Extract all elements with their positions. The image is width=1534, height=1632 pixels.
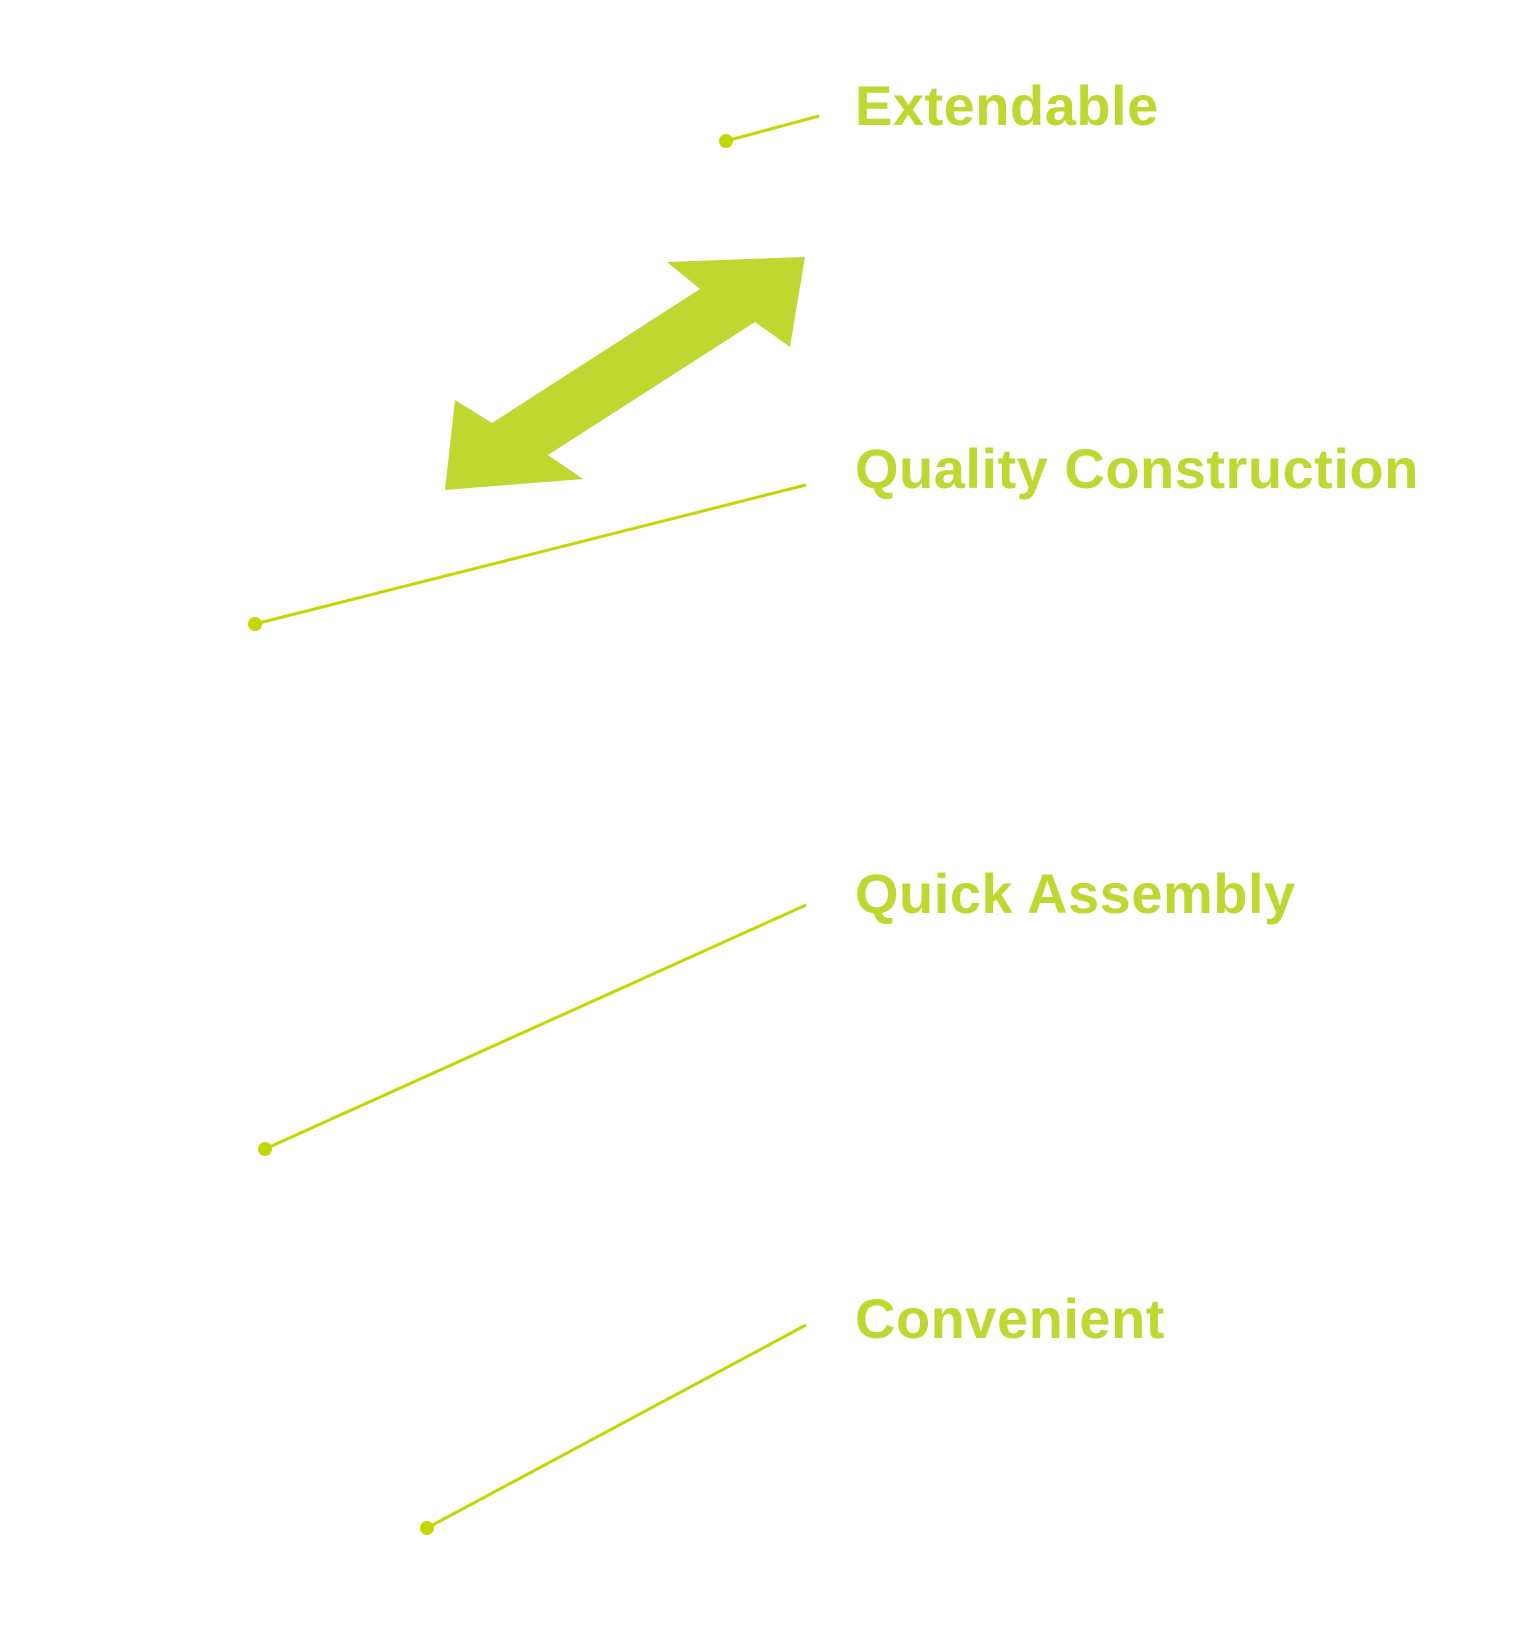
callout-quick-assembly <box>258 903 807 1156</box>
callout-extendable <box>719 114 820 148</box>
feature-label-extendable: Extendable <box>855 74 1159 137</box>
leader-dot <box>420 1521 434 1535</box>
callout-quality-construction <box>248 483 807 631</box>
leader-dot <box>719 134 733 148</box>
leader-dot <box>258 1142 272 1156</box>
leader-line <box>426 1323 807 1530</box>
leader-line <box>725 114 820 143</box>
feature-label-quick-assembly: Quick Assembly <box>855 862 1296 925</box>
feature-label-convenient: Convenient <box>855 1287 1165 1350</box>
callout-convenient <box>420 1323 807 1535</box>
leader-line <box>264 903 807 1151</box>
leader-dot <box>248 617 262 631</box>
feature-label-quality-construction: Quality Construction <box>855 437 1419 500</box>
double-headed-arrow-icon <box>445 257 805 490</box>
leader-line <box>254 483 807 626</box>
